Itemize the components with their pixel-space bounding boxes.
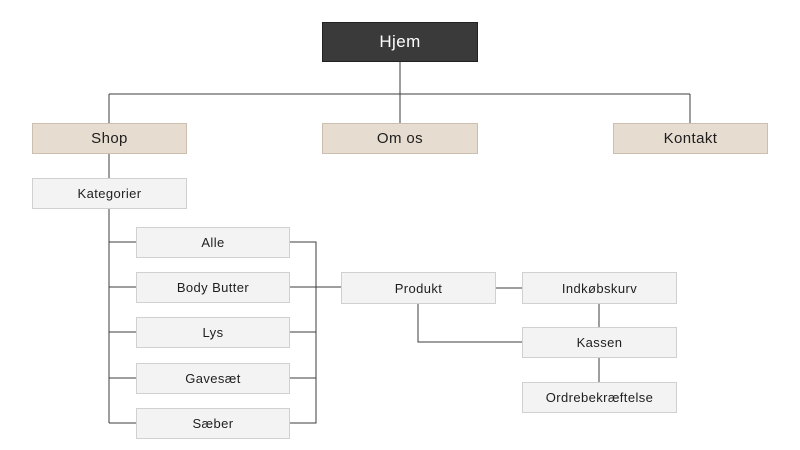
- node-kategorier-label: Kategorier: [77, 186, 142, 201]
- node-category-label: Body Butter: [176, 280, 250, 295]
- node-kontakt: Kontakt: [613, 123, 768, 154]
- node-produkt: Produkt: [341, 272, 496, 304]
- node-category-label: Gavesæt: [185, 371, 241, 386]
- node-kassen-label: Kassen: [576, 335, 623, 350]
- node-shop: Shop: [32, 123, 187, 154]
- connector-kategorier-list: [108, 209, 136, 424]
- connector-hjem-bus: [108, 62, 691, 123]
- node-ordrebekraeftelse: Ordrebekræftelse: [522, 382, 677, 413]
- connector-produkt-kassen: [417, 304, 522, 343]
- node-category-label: Alle: [201, 235, 225, 250]
- node-ordrebekraeftelse-label: Ordrebekræftelse: [545, 390, 654, 405]
- node-shop-label: Shop: [91, 130, 128, 147]
- node-category-label: Sæber: [192, 416, 234, 431]
- node-category-alle: Alle: [136, 227, 290, 258]
- node-category-label: Lys: [202, 325, 224, 340]
- node-kategorier: Kategorier: [32, 178, 187, 209]
- node-produkt-label: Produkt: [394, 280, 443, 296]
- node-hjem-label: Hjem: [379, 32, 421, 51]
- node-category-lys: Lys: [136, 317, 290, 348]
- node-kassen: Kassen: [522, 327, 677, 358]
- node-category-gavesaet: Gavesæt: [136, 363, 290, 394]
- node-indkobskurv: Indkøbskurv: [522, 272, 677, 304]
- node-category-saeber: Sæber: [136, 408, 290, 439]
- node-hjem: Hjem: [322, 22, 478, 62]
- node-indkobskurv-label: Indkøbskurv: [561, 280, 638, 296]
- node-category-body-butter: Body Butter: [136, 272, 290, 303]
- node-kontakt-label: Kontakt: [663, 130, 718, 147]
- connector-categories-produkt: [290, 241, 341, 424]
- node-om-os: Om os: [322, 123, 478, 154]
- node-om-os-label: Om os: [376, 130, 424, 147]
